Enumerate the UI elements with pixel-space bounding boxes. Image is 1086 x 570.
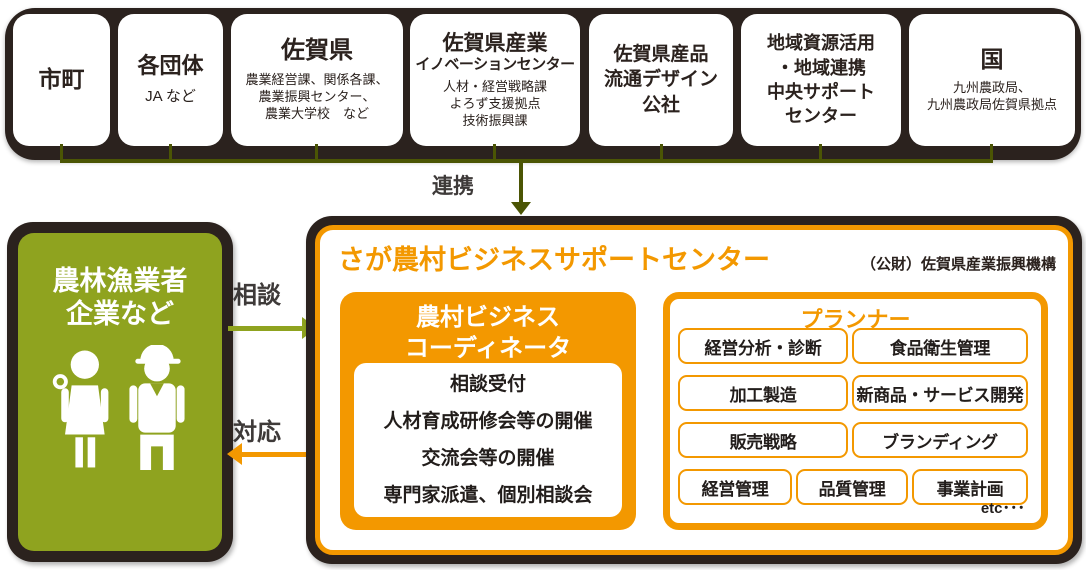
partner-title: 国 [980,45,1004,72]
planner-chip: 事業計画 [912,469,1028,505]
partner-title: 市町 [38,66,85,93]
title-line: 佐賀県産品 [613,43,709,65]
partner-sub: JA など [145,88,196,106]
title-line: ・地域連携 [776,57,866,78]
partner-sub: 人材・経営戦略課 よろず支援拠点 技術振興課 [443,79,547,130]
coordinator-activity: 人材育成研修会等の開催 [383,411,593,432]
planner-title: プランナー [800,307,911,332]
partner-sub: 農業経営課、関係各課、 農業振興センター、 農業大学校 など [245,72,388,123]
cooperation-label: 連携 [432,175,474,198]
connector-stub [990,144,993,160]
coordinator-activity: 交流会等の開催 [421,448,555,469]
farmer-woman-icon [52,350,109,468]
client-box: 農林漁業者 企業など [7,222,233,562]
consult-label: 相談 [233,282,281,309]
client-label: 農林漁業者 企業など [53,265,188,331]
connector-stub [60,144,63,160]
partner-box-organizations: 各団体 JA など [118,14,223,146]
partner-title: 各団体 [137,53,204,79]
consult-arrow-line [228,326,304,331]
sub-line: 農業振興センター、 [258,88,376,104]
partner-title: 佐賀県産品 流通デザイン 公社 [604,42,718,119]
respond-arrow-line [241,452,315,457]
sub-line: 技術振興課 [462,112,528,128]
respond-arrow-head-icon [227,443,242,465]
coordinator-activity: 相談受付 [449,374,526,395]
title-line: 中央サポート [767,82,875,102]
planner-etc-label: etc･･･ [980,500,1025,517]
planner-chip: 品質管理 [796,469,908,505]
coordinator-activity: 専門家派遣、個別相談会 [383,485,593,506]
partners-connector-line [60,159,993,163]
client-box-inner: 農林漁業者 企業など [18,233,222,551]
connector-stub [819,144,822,160]
connector-stub [660,144,663,160]
respond-label: 対応 [233,419,281,446]
planner-chip: 食品衛生管理 [852,328,1028,364]
partner-title: 地域資源活用 ・地域連携 中央サポート センター [767,31,875,128]
sub-line: よろず支援拠点 [449,95,541,111]
coordinator-title-line: 農村ビジネス [416,304,560,331]
connector-stub [493,144,496,160]
sub-line: 農業経営課、関係各課、 [245,72,389,88]
planner-chip: 加工製造 [678,375,848,411]
title-line: 地域資源活用 [767,33,875,54]
planner-chip: ブランディング [852,422,1028,458]
partner-box-city: 市町 [13,14,110,146]
client-icons [49,344,191,473]
partner-box-distribution-design: 佐賀県産品 流通デザイン 公社 [589,14,733,146]
support-center-organization: （公財）佐賀県産業振興機構 [860,256,1056,273]
partner-title: 佐賀県産業 [442,31,548,55]
title-line: 公社 [641,94,680,116]
partner-box-regional-support-center: 地域資源活用 ・地域連携 中央サポート センター [741,14,901,146]
title-line: センター [785,106,857,127]
client-label-line: 企業など [66,298,174,329]
planner-chip: 経営分析・診断 [678,328,848,364]
sub-line: 九州農政局、 [952,80,1031,96]
partner-box-national: 国 九州農政局、 九州農政局佐賀県拠点 [909,14,1075,146]
planner-box: プランナー 経営分析・診断 食品衛生管理 加工製造 新商品・サービス開発 販売戦… [663,292,1048,530]
cooperation-arrow-head-icon [511,202,531,215]
farmer-man-icon [129,344,185,470]
cooperation-arrow-line [519,160,523,204]
planner-chip: 経営管理 [678,469,792,505]
coordinator-title-line: コーディネータ [404,335,572,363]
planner-chip: 新商品・サービス開発 [852,375,1028,411]
partner-sub: 九州農政局、 九州農政局佐賀県拠点 [927,80,1057,114]
partner-box-innovation-center: 佐賀県産業 イノベーションセンター 人材・経営戦略課 よろず支援拠点 技術振興課 [410,14,580,146]
sub-line: 九州農政局佐賀県拠点 [926,97,1057,113]
coordinator-title: 農村ビジネス コーディネータ [340,292,636,364]
planner-chip: 販売戦略 [678,422,848,458]
partner-box-saga-prefecture: 佐賀県 農業経営課、関係各課、 農業振興センター、 農業大学校 など [231,14,403,146]
coordinator-box: 農村ビジネス コーディネータ 相談受付 人材育成研修会等の開催 交流会等の開催 … [340,292,636,530]
coordinator-activities-panel: 相談受付 人材育成研修会等の開催 交流会等の開催 専門家派遣、個別相談会 [354,363,622,517]
client-label-line: 農林漁業者 [52,266,188,296]
sub-line: 人材・経営戦略課 [442,78,547,94]
sub-line: 農業大学校 など [264,105,369,121]
title-line: 流通デザイン [603,69,718,91]
support-center-title: さが農村ビジネスサポートセンター [338,245,770,275]
connector-stub [315,144,318,160]
partner-title: 佐賀県 [281,37,353,65]
partner-title-line2: イノベーションセンター [415,55,575,73]
connector-stub [169,144,172,160]
